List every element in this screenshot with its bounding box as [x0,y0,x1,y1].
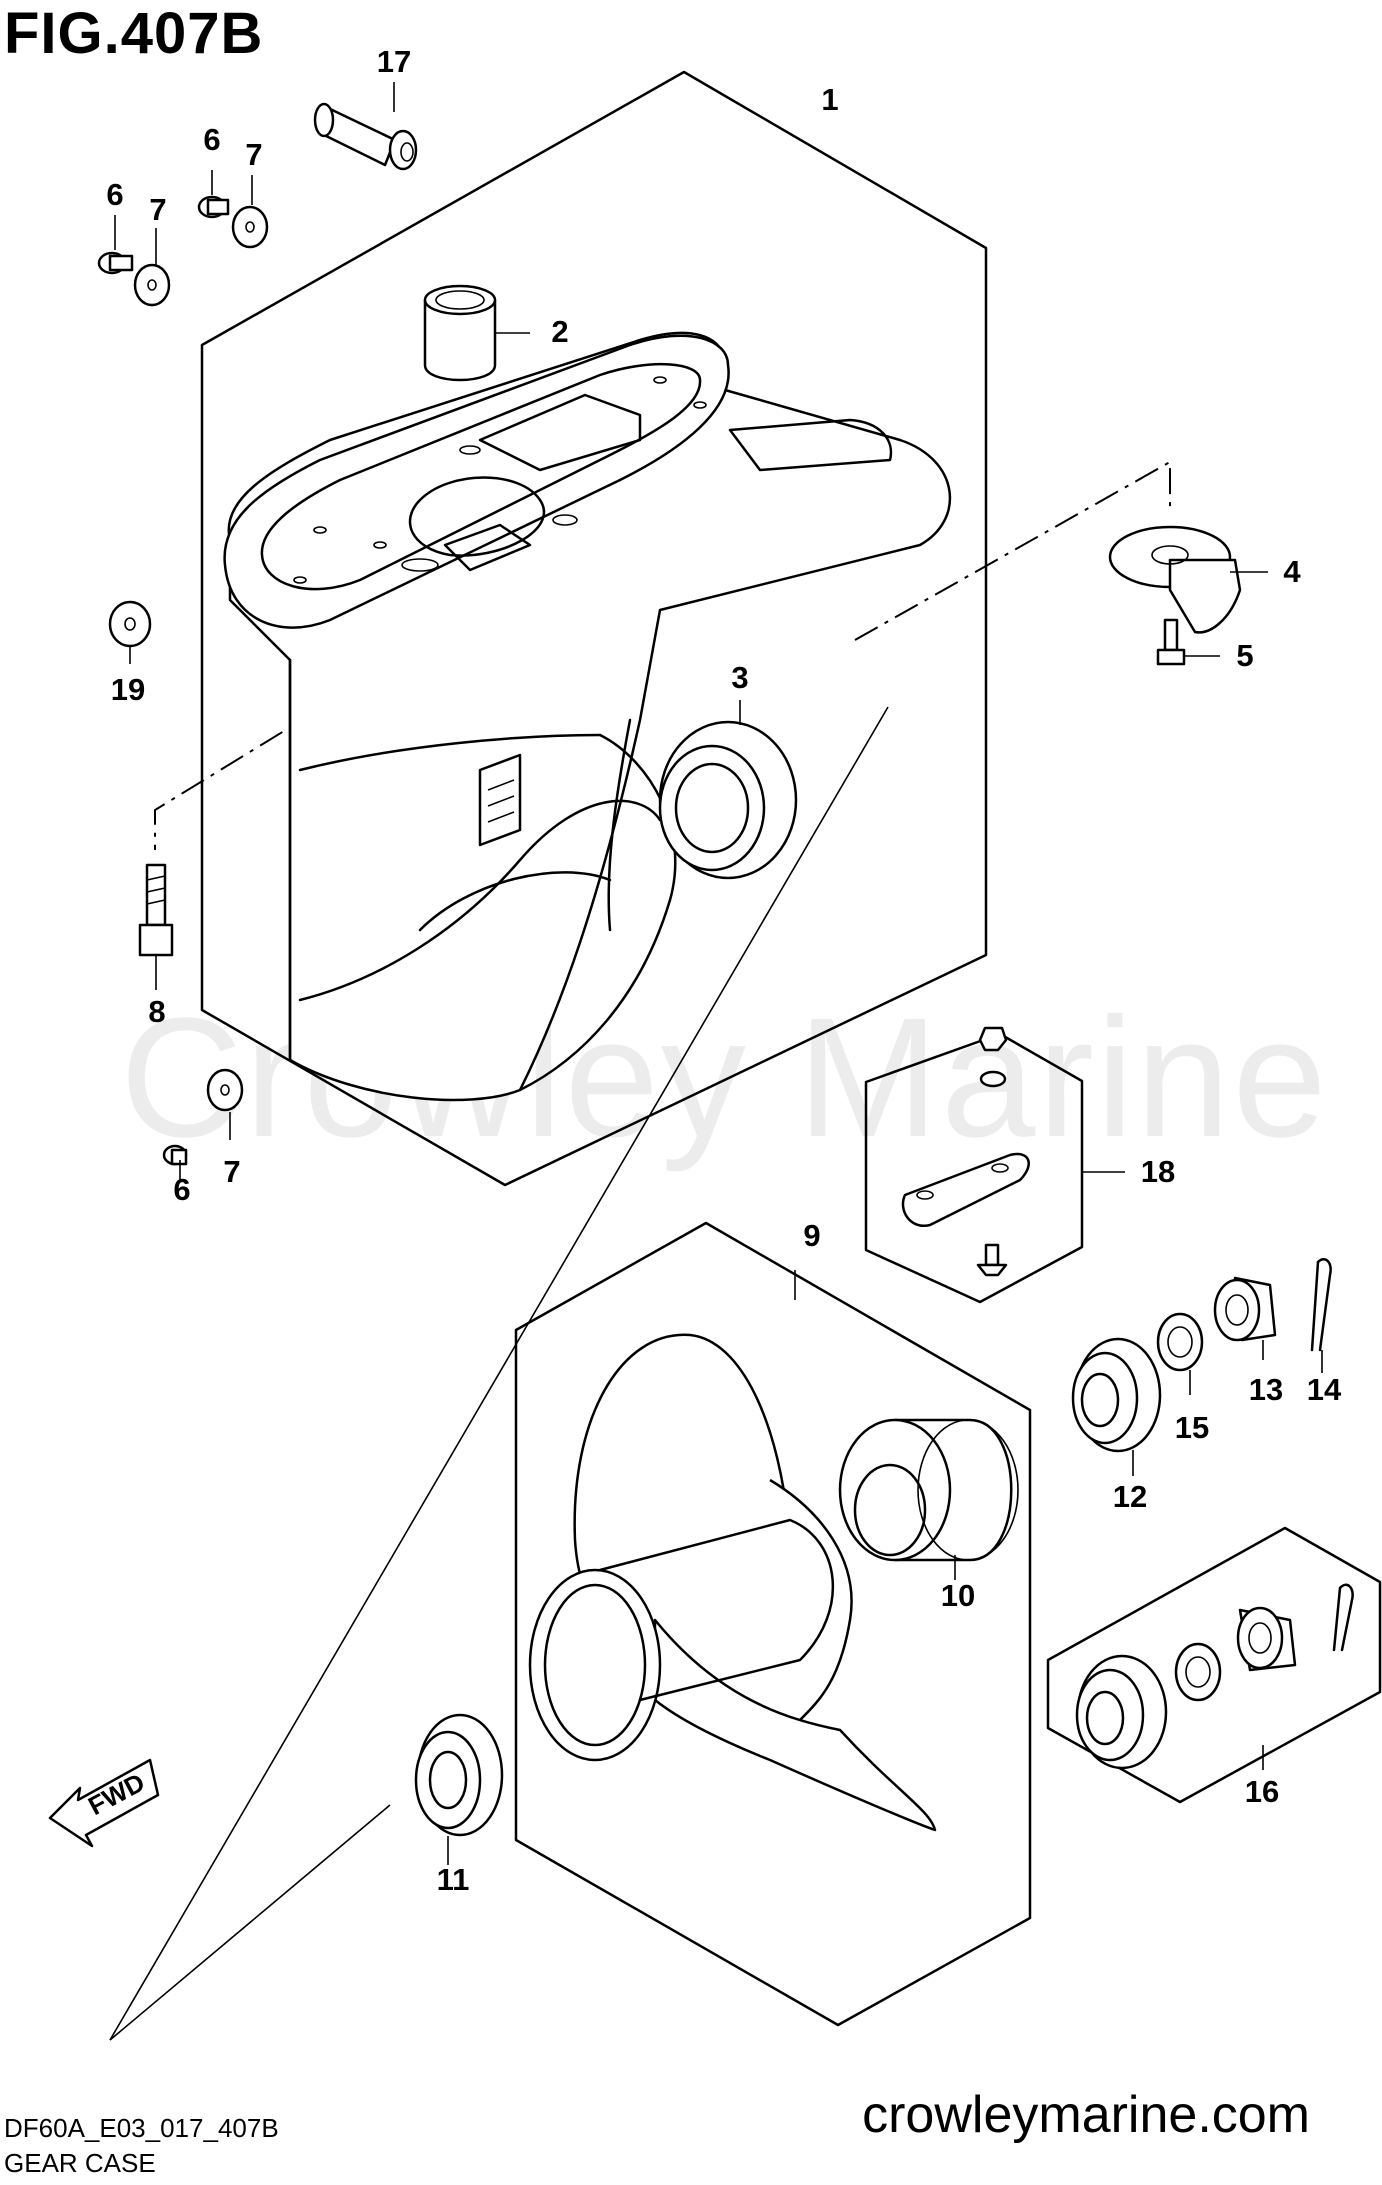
figure-title: FIG.407B [4,1,264,66]
callout-9: 9 [803,1218,821,1253]
spacer-part-12 [1071,1337,1162,1476]
screw-part-6-left [97,215,134,275]
drawing-code: DF60A_E03_017_407B [4,2113,279,2143]
thrust-leader-line [109,706,889,2041]
bearing-part-3 [658,700,798,880]
spacer-part-10 [838,1418,1019,1580]
callout-4: 4 [1283,554,1301,589]
callout-8: 8 [148,994,166,1029]
propeller-group-outline [514,1221,1032,2027]
bolt-part-5 [1156,618,1220,666]
washer-part-7-top [231,175,269,249]
propeller-part-9 [528,1270,937,1832]
callout-7-bottom: 7 [223,1154,241,1189]
callout-10: 10 [940,1578,976,1613]
figure-caption: GEAR CASE [4,2148,156,2178]
callout-6-bottom: 6 [173,1172,191,1207]
plug-part-17 [313,82,418,171]
callout-15: 15 [1174,1410,1210,1445]
website-url: crowleymarine.com [862,2086,1310,2144]
bolt-part-8 [138,863,174,990]
screw-part-6-bottom [162,1144,188,1182]
callout-14: 14 [1306,1372,1342,1407]
callout-2: 2 [551,314,569,349]
anode-kit-part-18 [901,1026,1125,1277]
callout-16: 16 [1244,1774,1280,1809]
gear-case-body [223,331,952,1102]
callout-17: 17 [376,44,412,79]
gear-case-group-outline [200,70,988,1187]
thrust-bushing-part-11 [414,1713,504,1865]
washer-part-15 [1156,1312,1204,1395]
callout-12: 12 [1112,1479,1148,1514]
callout-7-top: 7 [245,137,263,172]
cotter-pin-part-14 [1310,1258,1332,1373]
callout-6-left: 6 [106,177,124,212]
washer-part-7-bottom [206,1068,244,1140]
nut-kit-part-16 [1075,1583,1354,1770]
callout-6-top: 6 [203,122,221,157]
callout-5: 5 [1236,638,1254,673]
damper-part-19 [108,600,152,664]
callout-18: 18 [1140,1154,1176,1189]
callout-1: 1 [821,82,839,117]
callout-11: 11 [436,1862,470,1897]
nut-kit-group-outline [1046,1526,1382,1804]
castle-nut-part-13 [1213,1276,1277,1360]
callout-19: 19 [110,672,146,707]
fwd-arrow-icon: FWD [48,1758,160,1848]
callout-13: 13 [1248,1372,1284,1407]
washer-part-7-left [133,228,171,307]
anode-part-4 [1108,525,1268,634]
callout-3: 3 [731,660,749,695]
anode-alignment-line [854,460,1171,641]
callout-7-left: 7 [149,192,167,227]
screw-part-6-top [197,170,230,219]
bushing-part-2 [423,284,530,382]
